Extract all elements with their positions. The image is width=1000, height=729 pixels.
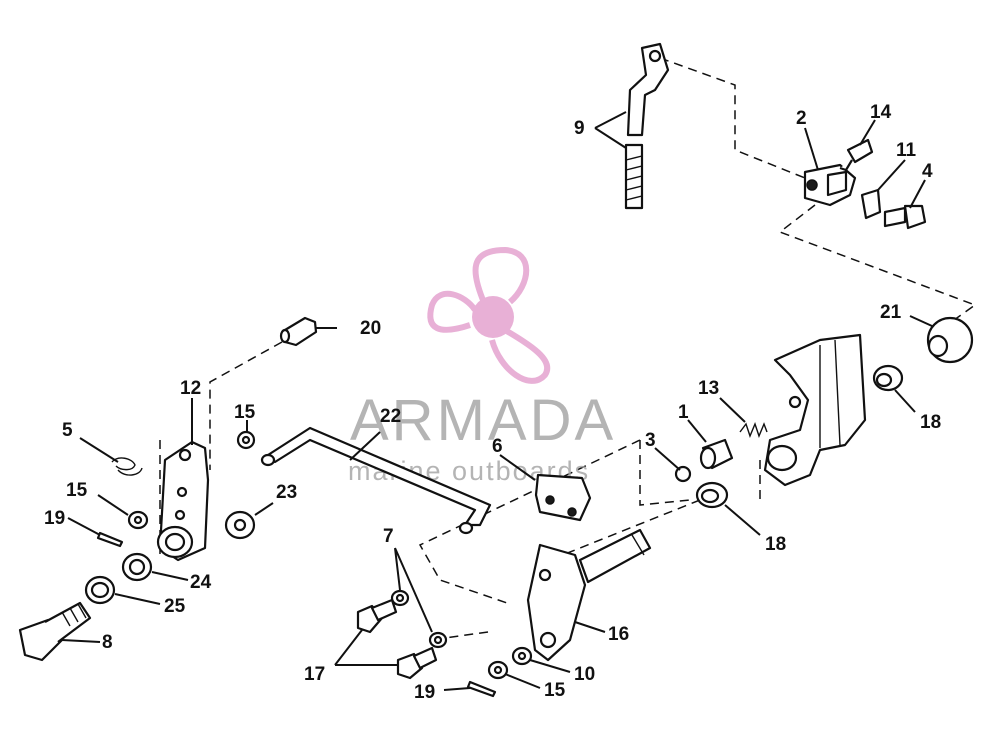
part-11-clip — [860, 188, 882, 220]
callout-10: 10 — [574, 664, 595, 685]
part-17-bolt-upper — [356, 598, 398, 634]
callout-16: 16 — [608, 624, 629, 645]
propeller-hub — [472, 296, 514, 338]
part-12-arm — [156, 440, 210, 562]
callout-15-b: 15 — [66, 480, 88, 501]
part-7-washer-upper — [390, 589, 410, 607]
watermark-brand: ARMADA — [350, 388, 616, 453]
callout-22: 22 — [380, 406, 401, 427]
part-20-pin — [279, 316, 318, 347]
part-25-washer — [84, 575, 116, 605]
callout-18-upper: 18 — [920, 412, 941, 433]
part-22-link-rod — [260, 426, 492, 535]
callout-9: 9 — [574, 118, 585, 139]
part-24-washer — [121, 552, 153, 582]
part-1-plunger — [699, 438, 734, 470]
leader-lines — [61, 111, 933, 691]
part-13-spring — [739, 422, 768, 438]
callout-17: 17 — [304, 664, 325, 685]
mounting-bracket — [763, 333, 867, 487]
part-16-lever — [526, 528, 652, 662]
part-21-bushing — [926, 316, 974, 364]
callout-15-c: 15 — [544, 680, 566, 701]
callout-4: 4 — [922, 161, 933, 182]
callout-5: 5 — [62, 420, 73, 441]
callout-20: 20 — [360, 318, 381, 339]
part-19-cotter-pin-a — [96, 531, 124, 548]
callout-labels: 14 2 11 4 9 21 18 13 1 3 6 18 20 12 15 2… — [44, 102, 941, 703]
callout-8: 8 — [102, 632, 113, 653]
callout-12: 12 — [180, 378, 201, 399]
callout-6: 6 — [492, 436, 503, 457]
part-5-clip — [111, 457, 143, 476]
callout-21: 21 — [880, 302, 902, 323]
part-23-washer — [224, 510, 256, 540]
part-4-bolt — [883, 204, 927, 230]
callout-1: 1 — [678, 402, 689, 423]
callout-3: 3 — [645, 430, 656, 451]
part-18-bushing-upper — [872, 364, 904, 392]
callout-15-a: 15 — [234, 402, 256, 423]
callout-7: 7 — [383, 526, 394, 547]
part-6-plate — [534, 473, 592, 522]
callout-23: 23 — [276, 482, 297, 503]
callout-14: 14 — [870, 102, 892, 123]
callout-11: 11 — [896, 140, 917, 161]
part-8-bolt — [18, 601, 92, 662]
callout-19-b: 19 — [414, 682, 435, 703]
part-10-washer — [511, 646, 533, 666]
part-19-cotter-pin-b — [466, 680, 497, 698]
callout-19-a: 19 — [44, 508, 65, 529]
part-15-washer-b — [127, 510, 149, 530]
callout-13: 13 — [698, 378, 719, 399]
part-17-bolt-lower — [396, 646, 438, 680]
propeller-icon — [427, 246, 551, 384]
part-14-screw — [839, 138, 874, 172]
part-7-washer-lower — [428, 631, 448, 649]
part-2-clamp — [803, 163, 857, 207]
part-9-rod — [624, 42, 670, 210]
callout-25: 25 — [164, 596, 186, 617]
callout-18-lower: 18 — [765, 534, 786, 555]
callout-24: 24 — [190, 572, 212, 593]
part-18-bushing-lower — [695, 481, 729, 509]
armada-logo — [427, 246, 551, 384]
callout-2: 2 — [796, 108, 807, 129]
part-15-washer-a — [236, 430, 256, 450]
part-15-washer-c — [487, 660, 509, 680]
